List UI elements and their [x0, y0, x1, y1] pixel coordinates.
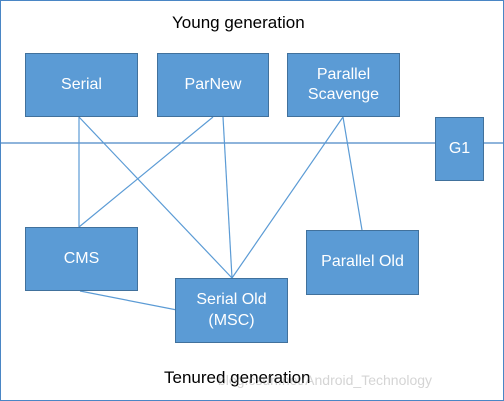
tenured-generation-heading: Tenured generation — [164, 368, 311, 387]
serial-old-node-text: Serial Old (MSC) — [196, 290, 266, 331]
young-generation-heading: Young generation — [172, 13, 305, 32]
parnew-node[interactable]: ParNew — [157, 53, 269, 117]
cms-node-label: CMS — [63, 249, 100, 267]
serial-old-line-1: Serial Old — [196, 291, 267, 309]
watermark-text: blog.csdn.net/Android_Technology — [218, 372, 433, 388]
parallel-scavenge-line-1: Parallel — [316, 65, 371, 83]
g1-node-label: G1 — [448, 139, 471, 157]
g1-node[interactable]: G1 — [435, 117, 484, 181]
parallel-scavenge-line-2: Scavenge — [307, 86, 380, 103]
parallel-old-node-label: Parallel Old — [321, 253, 404, 271]
connector-parnew-cms — [78, 116, 214, 228]
connector-parallel-scavenge-parallel-old — [342, 116, 363, 231]
parallel-scavenge-node[interactable]: Parallel Scavenge — [287, 53, 400, 117]
serial-node-label: Serial — [61, 75, 102, 93]
connector-parallel-scavenge-serial-old — [231, 116, 344, 279]
serial-old-line-2: (MSC) — [208, 311, 255, 329]
serial-old-node[interactable]: Serial Old (MSC) — [175, 278, 288, 343]
parnew-node-label: ParNew — [184, 75, 242, 93]
connector-serial-serial-old — [78, 116, 233, 279]
cms-node[interactable]: CMS — [25, 227, 138, 291]
connector-parnew-serial-old — [222, 116, 233, 279]
parallel-scavenge-node-text: Parallel Scavenge — [308, 65, 379, 106]
connector-cms-serial-old — [79, 290, 178, 311]
serial-node[interactable]: Serial — [25, 53, 138, 117]
parallel-old-node[interactable]: Parallel Old — [306, 230, 419, 295]
